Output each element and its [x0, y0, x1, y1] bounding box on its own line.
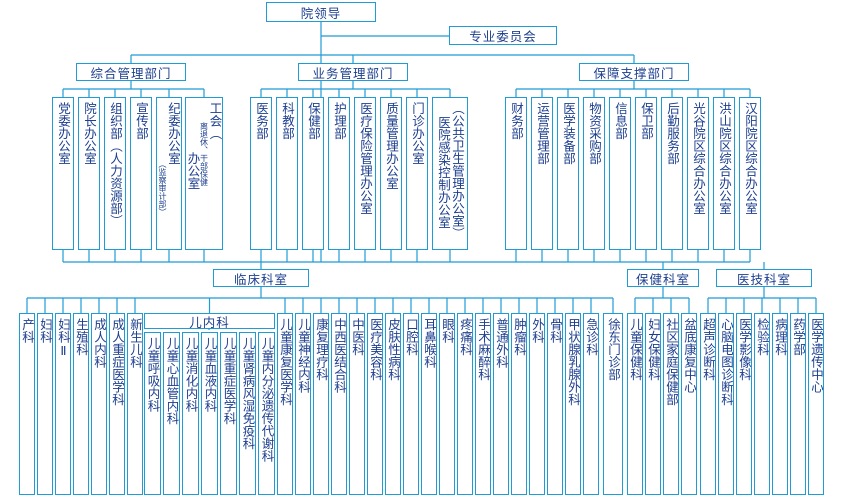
tech-dept-item: 心脑电图诊断科 — [718, 313, 734, 495]
dept-item-procurement: 物资采购部 — [583, 97, 605, 250]
dept-item-finance: 财务部 — [505, 97, 527, 250]
clinical-dept-item: 徐东门诊部 — [603, 313, 623, 495]
pediatric-dept-item: 儿童消化内科 — [182, 332, 199, 495]
health-dept-item: 社区家庭保健部 — [663, 313, 679, 495]
dept-item-president-office: 院长办公室 — [78, 97, 100, 250]
clinical-dept-item: 外科 — [529, 313, 545, 495]
leader-box: 院领导 — [266, 2, 376, 22]
tech-dept-item: 病理科 — [772, 313, 788, 495]
dept-item-outpatient: 门诊办公室 — [406, 97, 428, 250]
dept-item-healthcare: 保健部 — [302, 97, 324, 250]
clinical-dept-item: 成人重症医学科 — [109, 313, 125, 495]
dept-item-publicity: 宣传部 — [130, 97, 152, 250]
dept-comprehensive-box: 综合管理部门 — [76, 63, 186, 81]
clinical-dept-item: 康复理疗科 — [313, 313, 329, 495]
dept-business-box: 业务管理部门 — [298, 63, 408, 81]
dept-item-discipline: 纪委办公室 （监察审计部） — [156, 97, 182, 250]
dept-item-hanyang: 汉阳院区综合办公室 — [739, 97, 761, 250]
section-tech-box: 医技科室 — [716, 269, 812, 287]
dept-item-quality: 质量管理办公室 — [380, 97, 402, 250]
union-note: 离退休、干部保健 — [199, 122, 209, 186]
clinical-dept-item: 成人内科 — [91, 313, 107, 495]
tech-dept-item: 超声诊断科 — [700, 313, 716, 495]
clinical-dept-item: 医疗美容科 — [367, 313, 383, 495]
pediatric-dept-item: 儿童内分泌遗传代谢科 — [258, 332, 275, 495]
section-clinical-box: 临床科室 — [213, 269, 309, 287]
clinical-dept-item: 皮肤性病科 — [385, 313, 401, 495]
section-health-box: 保健科室 — [627, 269, 699, 287]
clinical-dept-item: 急诊科 — [583, 313, 599, 495]
clinical-dept-item: 生殖科 — [73, 313, 89, 495]
clinical-dept-item: 眼科 — [439, 313, 455, 495]
public-health-label: （公共卫生管理办公室） — [450, 102, 465, 240]
health-dept-item: 儿童保健科 — [627, 313, 643, 495]
dept-item-party-office: 党委办公室 — [52, 97, 74, 250]
dept-item-union: 工会（ 离退休、干部保健 办公室 — [185, 97, 223, 250]
clinical-dept-item: 妇科 — [37, 313, 53, 495]
dept-item-nursing: 护理部 — [328, 97, 350, 250]
union-office: 办公室 — [185, 152, 201, 190]
dept-item-equipment: 医学装备部 — [557, 97, 579, 250]
tech-dept-item: 药学部 — [790, 313, 806, 495]
dept-item-hongshan: 洪山院区综合办公室 — [713, 97, 735, 250]
pediatric-dept-item: 儿童重症医学科 — [220, 332, 237, 495]
pediatric-dept-item: 儿童心血管内科 — [163, 332, 180, 495]
pediatric-dept-item: 儿童血液内科 — [201, 332, 218, 495]
tech-dept-item: 检验科 — [754, 313, 770, 495]
health-dept-item: 盆底康复中心 — [681, 313, 697, 495]
clinical-dept-item: 口腔科 — [403, 313, 419, 495]
dept-item-logistics: 后勤服务部 — [661, 97, 683, 250]
pediatric-dept-item: 儿童肾病风湿免疫科 — [239, 332, 256, 495]
clinical-dept-item: 骨科 — [547, 313, 563, 495]
union-label: 工会（ — [207, 102, 223, 140]
infection-control-label: 医院感染控制办公室 — [436, 116, 451, 229]
clinical-dept-item: 产科 — [19, 313, 35, 495]
clinical-dept-item: 甲状腺乳腺外科 — [565, 313, 581, 495]
dept-item-public-health: （公共卫生管理办公室） 医院感染控制办公室 — [432, 97, 468, 250]
clinical-dept-item: 妇科Ⅱ — [55, 313, 71, 495]
pediatric-header-box: 儿内科 — [144, 313, 275, 329]
clinical-dept-item: 儿童康复医学科 — [277, 313, 293, 495]
dept-item-insurance: 医疗保险管理办公室 — [354, 97, 376, 250]
discipline-note: （监察审计部） — [158, 160, 167, 216]
clinical-dept-item: 新生儿科 — [127, 313, 143, 495]
dept-item-operations: 运营管理部 — [531, 97, 553, 250]
tech-dept-item: 医学遗传中心 — [808, 313, 824, 495]
clinical-dept-item: 耳鼻喉科 — [421, 313, 437, 495]
clinical-dept-item: 儿童神经内科 — [295, 313, 311, 495]
dept-item-science-edu: 科教部 — [276, 97, 298, 250]
clinical-dept-item: 中医科 — [349, 313, 365, 495]
dept-item-information: 信息部 — [609, 97, 631, 250]
clinical-dept-item: 手术麻醉科 — [475, 313, 491, 495]
clinical-dept-item: 肿瘤科 — [511, 313, 527, 495]
dept-item-organization: 组织部（人力资源部） — [104, 97, 126, 250]
dept-item-guanggu: 光谷院区综合办公室 — [687, 97, 709, 250]
committee-box: 专业委员会 — [449, 26, 557, 45]
tech-dept-item: 医学影像科 — [736, 313, 752, 495]
pediatric-dept-item: 儿童呼吸内科 — [144, 332, 161, 495]
health-dept-item: 妇女保健科 — [645, 313, 661, 495]
dept-item-security: 保卫部 — [635, 97, 657, 250]
clinical-dept-item: 疼痛科 — [457, 313, 473, 495]
discipline-label: 纪委办公室 — [166, 102, 181, 165]
dept-support-box: 保障支撑部门 — [579, 63, 689, 81]
clinical-dept-item: 中西医结合科 — [331, 313, 347, 495]
clinical-dept-item: 普通外科 — [493, 313, 509, 495]
dept-item-medical: 医务部 — [250, 97, 272, 250]
